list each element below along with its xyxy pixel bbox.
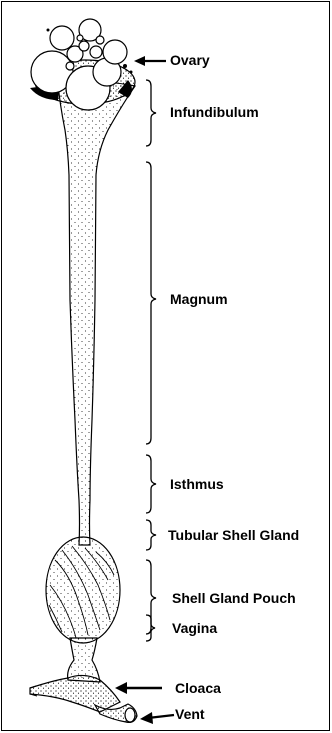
label-cloaca: Cloaca	[175, 680, 221, 696]
label-vagina: Vagina	[172, 620, 217, 636]
cloaca-arrow	[115, 682, 162, 694]
oviduct-tube	[58, 81, 135, 545]
label-shell-gland-pouch: Shell Gland Pouch	[172, 590, 296, 606]
vent-arrow	[140, 712, 174, 724]
label-vent: Vent	[175, 706, 205, 722]
brace-tubular-shell-gland	[146, 520, 156, 550]
label-tubular-shell-gland: Tubular Shell Gland	[168, 527, 299, 543]
brace-isthmus	[146, 455, 156, 513]
label-ovary: Ovary	[170, 52, 210, 68]
braces	[146, 80, 156, 641]
ovary-follicles	[31, 19, 135, 110]
brace-infundibulum	[146, 80, 156, 146]
cloaca-shape	[30, 675, 120, 712]
ovary-arrow	[134, 56, 166, 66]
label-magnum: Magnum	[170, 291, 228, 307]
label-infundibulum: Infundibulum	[170, 104, 259, 120]
label-isthmus: Isthmus	[170, 476, 224, 492]
shell-gland-pouch-shape	[46, 537, 120, 643]
brace-magnum	[146, 162, 156, 444]
